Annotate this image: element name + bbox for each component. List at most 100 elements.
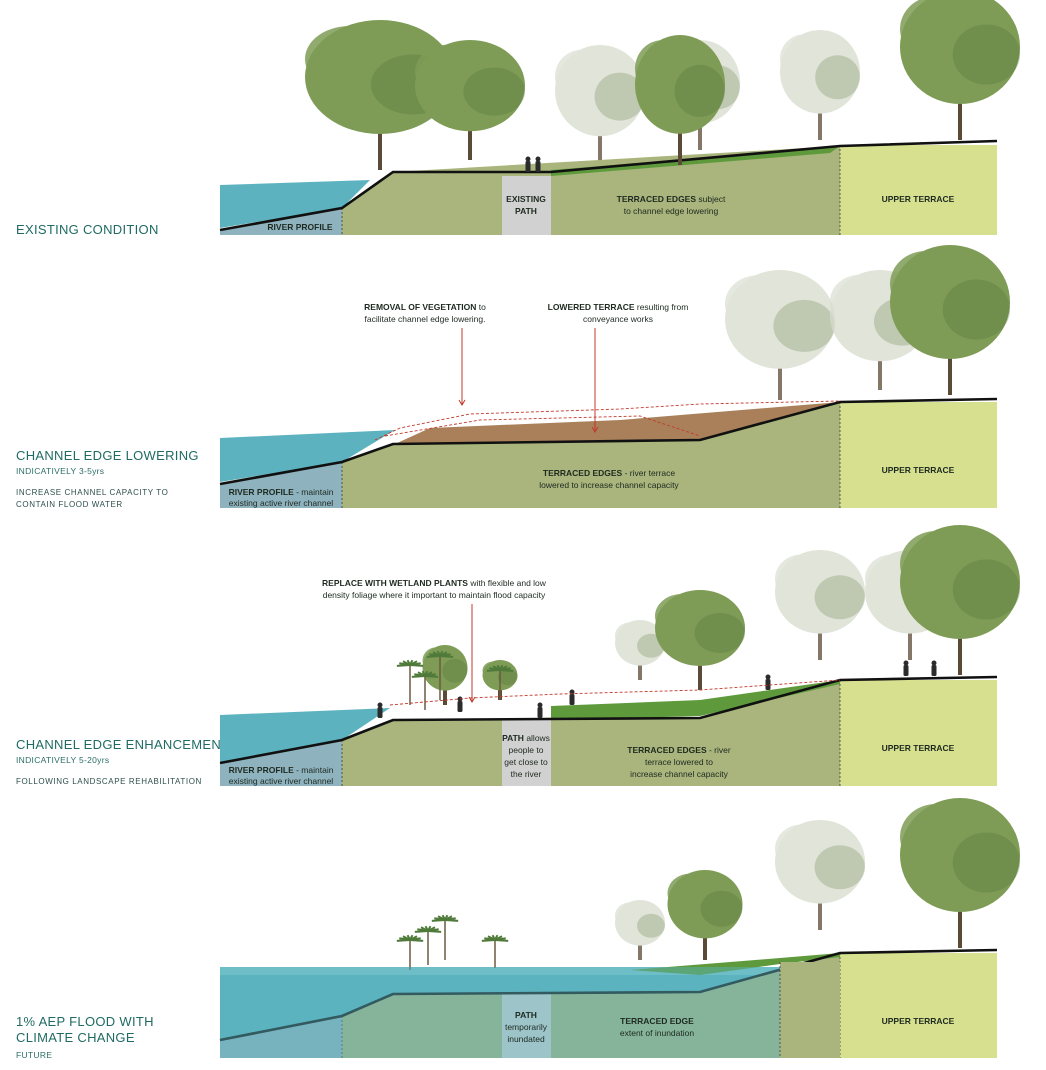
cabbage-tree <box>486 664 514 700</box>
tree-canopy <box>775 554 829 603</box>
terraced-edge-section <box>342 146 840 235</box>
tree-trunk <box>818 880 822 930</box>
person-head <box>535 156 541 162</box>
tree-canopy <box>655 594 709 638</box>
tree-canopy <box>900 0 972 62</box>
upper-terrace-label: UPPER TERRACE <box>882 1016 955 1026</box>
terraced-edge-section <box>342 402 840 508</box>
river-profile-label: RIVER PROFILE <box>267 222 333 232</box>
tree-canopy <box>900 531 972 597</box>
terraced-edge-section <box>342 953 840 1058</box>
tree-canopy-shade <box>942 279 1011 340</box>
person-body <box>377 707 383 718</box>
tree-canopy <box>305 26 395 92</box>
upper-terrace-section <box>840 145 997 235</box>
callout-wetland-plants: REPLACE WITH WETLAND PLANTS with flexibl… <box>322 578 547 600</box>
tree <box>305 20 455 170</box>
path-section <box>502 720 551 786</box>
background-tree <box>615 900 665 960</box>
tree <box>900 798 1021 948</box>
tree-trunk <box>818 610 822 660</box>
original-ground-line <box>374 400 841 441</box>
upper-terrace-section <box>840 402 997 508</box>
tree-canopy <box>615 622 645 649</box>
tree-trunk <box>958 607 962 675</box>
river-profile-section <box>220 740 342 786</box>
tree-trunk <box>598 111 602 165</box>
panel-3-subtitle: INDICATIVELY 5-20yrs <box>16 755 110 765</box>
callout-arrowhead <box>468 696 476 703</box>
tree-canopy-shade <box>463 67 525 116</box>
tree-trunk <box>948 327 952 395</box>
palm-leaf <box>424 675 439 678</box>
tree-canopy-shade <box>694 613 745 653</box>
palm-leaf <box>439 655 454 658</box>
upper-terrace-label: UPPER TERRACE <box>882 743 955 753</box>
cabbage-tree <box>396 659 424 705</box>
panel-4-title: 1% AEP FLOOD WITH CLIMATE CHANGE <box>16 1014 154 1045</box>
person-silhouette <box>537 702 543 718</box>
callout-arrowhead <box>458 399 466 406</box>
tree-canopy <box>780 34 828 83</box>
person-silhouette <box>377 702 383 718</box>
person-body <box>537 707 543 718</box>
tree-canopy-shade <box>773 299 835 352</box>
person-head <box>931 660 937 666</box>
panel-2-title: CHANNEL EDGE LOWERING <box>16 448 199 463</box>
ground-profile-line <box>219 675 998 765</box>
tree <box>415 40 525 160</box>
tree-canopy-shade <box>637 913 665 938</box>
panel-4-subtitle: FUTURE <box>16 1050 53 1060</box>
path-section <box>502 994 551 1058</box>
cabbage-tree <box>414 925 442 965</box>
panel-3-channel-edge-enhancement <box>219 525 1021 786</box>
tree-trunk <box>443 678 447 705</box>
tree-trunk <box>958 72 962 140</box>
cabbage-tree <box>431 914 459 960</box>
cabbage-tree <box>411 670 439 710</box>
tree-trunk <box>778 341 782 400</box>
tree-canopy-shade <box>497 669 518 686</box>
tree-canopy-shade <box>814 845 865 890</box>
person-silhouette <box>931 660 937 676</box>
person-silhouette <box>903 660 909 676</box>
upper-terrace-label: UPPER TERRACE <box>882 194 955 204</box>
tree <box>900 525 1021 675</box>
tree-trunk <box>378 102 382 170</box>
person-silhouette <box>535 156 541 172</box>
tree-trunk <box>638 933 642 960</box>
path-section <box>502 176 551 235</box>
tree <box>635 35 725 165</box>
background-tree <box>775 550 865 660</box>
person-head <box>377 702 383 708</box>
grass-surface <box>630 953 840 975</box>
person-head <box>525 156 531 162</box>
tree-canopy-shade <box>674 64 725 117</box>
original-ground-line <box>389 679 841 706</box>
cabbage-tree <box>426 650 454 700</box>
tree-canopy-shade <box>952 559 1021 620</box>
river-water <box>220 708 390 762</box>
tree-trunk <box>958 880 962 948</box>
flood-water-overlay <box>220 967 780 1058</box>
tree-trunk <box>703 919 707 960</box>
tree-canopy-shade <box>700 890 743 927</box>
river-profile-section <box>220 1016 342 1058</box>
tree-trunk <box>638 653 642 680</box>
tree-canopy-shade <box>814 575 865 620</box>
upper-terrace-section <box>840 953 997 1058</box>
ground-profile-line <box>219 397 998 486</box>
grass-surface <box>551 680 840 720</box>
palm-leaf <box>427 930 442 933</box>
panel-3-note: FOLLOWING LANDSCAPE REHABILITATION <box>16 777 202 786</box>
tree-canopy <box>615 902 645 929</box>
river-water <box>220 180 370 228</box>
person-body <box>765 679 771 690</box>
